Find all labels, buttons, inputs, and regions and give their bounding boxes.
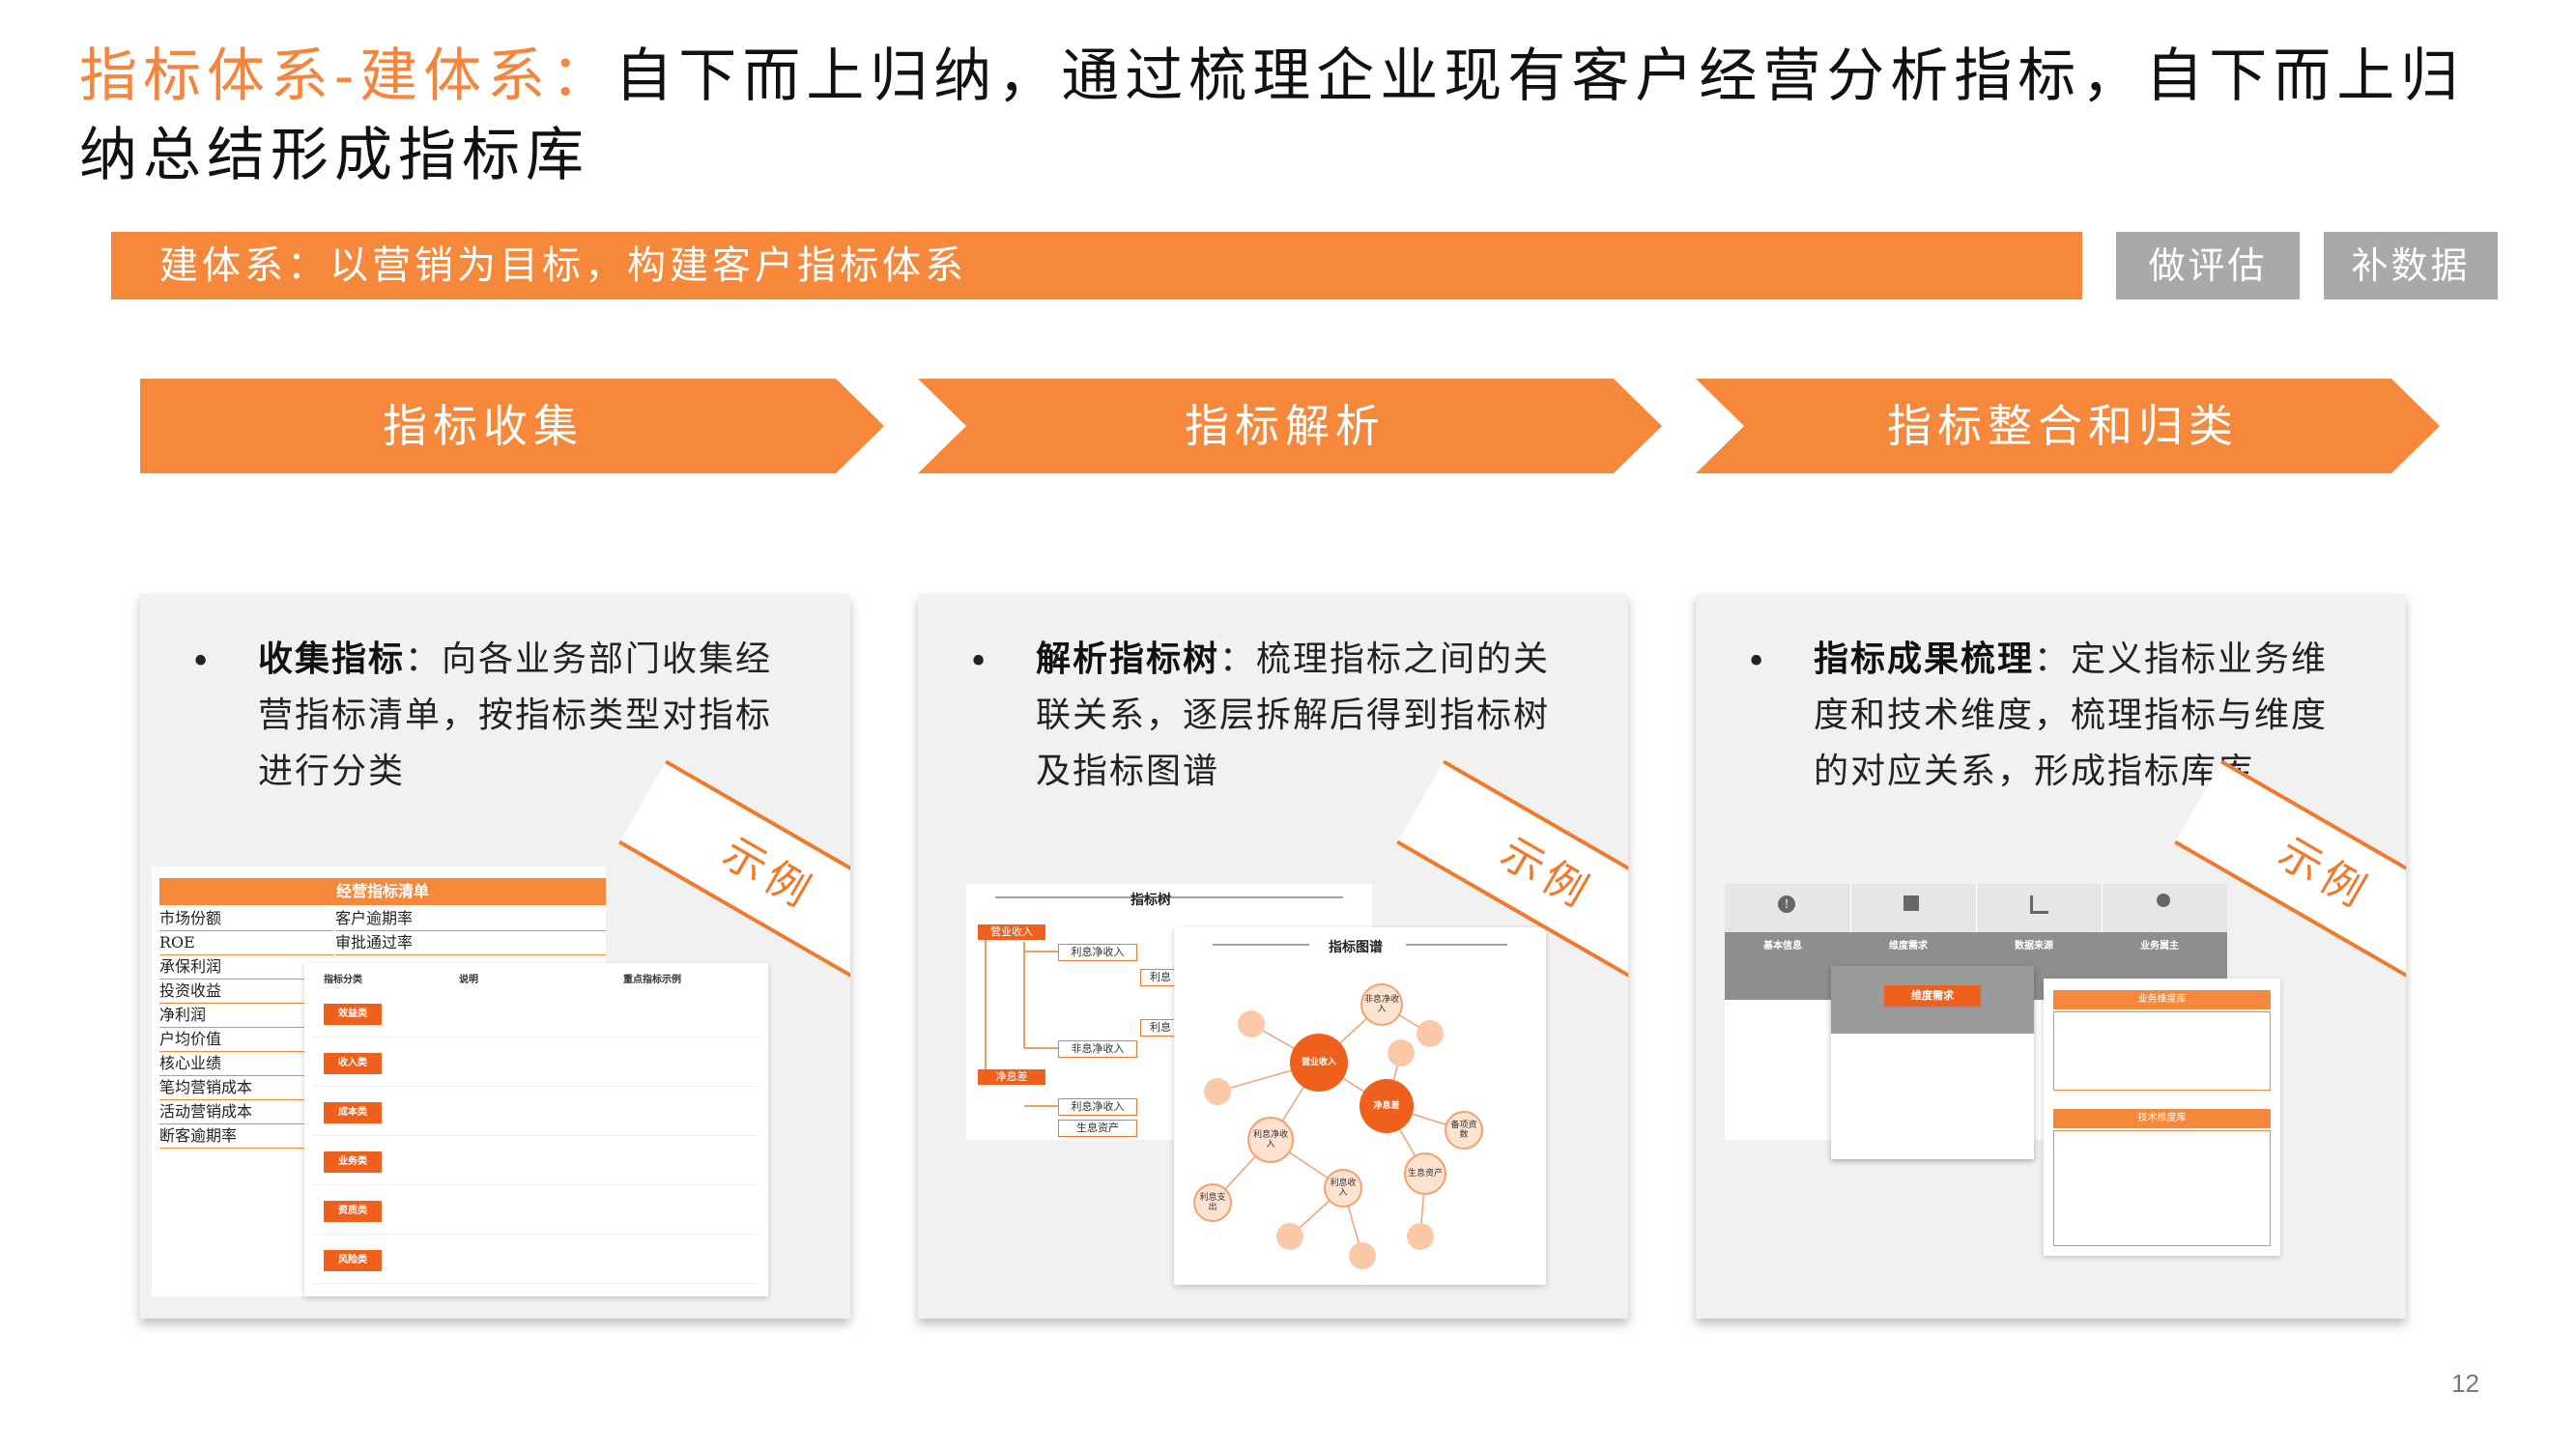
assess-button[interactable]: 做评估 — [2116, 232, 2300, 299]
panel-text: 解析指标树：梳理指标之间的关联关系，逐层拆解后得到指标树及指标图谱 — [1036, 639, 1551, 791]
panel-text: 收集指标：向各业务部门收集经营指标清单，按指标类型对指标进行分类 — [258, 639, 773, 791]
title-accent: 指标体系-建体系： — [79, 43, 615, 110]
category-tag: 业务类 — [324, 1151, 382, 1173]
step-collect-label: 指标收集 — [383, 400, 584, 452]
category-table-header: 指标分类 说明 重点指标示例 — [324, 975, 681, 985]
indicator-list-header: 经营指标清单 — [159, 878, 606, 905]
graph-node: 利息收入 — [1324, 1169, 1362, 1208]
category-tag: 资质类 — [324, 1201, 382, 1222]
category-tag: 成本类 — [324, 1102, 382, 1123]
chevron-shape — [140, 379, 884, 473]
step-collect: 指标收集 — [140, 379, 884, 473]
bullet-dot: • — [1746, 642, 1767, 682]
graph-dot — [1349, 1242, 1376, 1269]
copy-icon — [1903, 895, 1919, 911]
tree-lines — [985, 896, 1343, 1107]
page-title: 指标体系-建体系：自下而上归纳，通过梳理企业现有客户经营分析指标，自下而上归纳总… — [79, 37, 2514, 195]
step-parse-label: 指标解析 — [1185, 400, 1386, 452]
category-row: 风险类 — [314, 1238, 758, 1284]
graph-dot — [1407, 1223, 1434, 1250]
graph-node: 生息资产 — [1404, 1152, 1446, 1195]
category-row: 成本类 — [314, 1091, 758, 1136]
category-row: 资质类 — [314, 1189, 758, 1235]
category-row: 收入类 — [314, 1041, 758, 1087]
info-icon: ! — [1778, 895, 1795, 913]
graph-title: 指标图谱 — [1329, 940, 1383, 955]
category-tag: 效益类 — [324, 1004, 382, 1025]
graph-dot — [1276, 1223, 1303, 1250]
chart-icon — [2030, 895, 2048, 914]
bullet-dot: • — [190, 642, 212, 682]
dimension-library-card: 业务维度库 技术维度库 — [2044, 979, 2280, 1256]
category-row: 业务类 — [314, 1140, 758, 1185]
category-row: 效益类 — [314, 992, 758, 1037]
panel-collect: • 收集指标：向各业务部门收集经营指标清单，按指标类型对指标进行分类 经营指标清… — [140, 594, 850, 1319]
indicator-category-table: 指标分类 说明 重点指标示例 效益类收入类成本类业务类资质类风险类 — [304, 963, 768, 1296]
user-icon — [2157, 894, 2170, 907]
dimension-requirement-card: 维度需求 — [1831, 966, 2034, 1159]
indicator-graph-thumbnail: 指标图谱 营业收入净息差利息净收入利息支出 生息资产备项资数 非息净收入利息收入 — [1174, 927, 1546, 1285]
panel-text: 指标成果梳理：定义指标业务维度和技术维度，梳理指标与维度的对应关系，形成指标库库 — [1814, 639, 2329, 791]
graph-dot — [1417, 1020, 1444, 1047]
graph-node: 净息差 — [1360, 1079, 1414, 1133]
step-integrate-label: 指标整合和归类 — [1887, 400, 2239, 452]
panel-parse: • 解析指标树：梳理指标之间的关联关系，逐层拆解后得到指标树及指标图谱 指标树 … — [918, 594, 1628, 1319]
graph-node: 利息支出 — [1193, 1183, 1232, 1222]
indicator-list-col1: 市场份额 ROE 承保利润 投资收益 净利润 户均价值 核心业绩 笔均营销成本 … — [159, 907, 333, 1149]
chevron-shape — [918, 379, 1662, 473]
panel-integrate: • 指标成果梳理：定义指标业务维度和技术维度，梳理指标与维度的对应关系，形成指标… — [1696, 594, 2406, 1319]
graph-node: 利息净收入 — [1247, 1117, 1294, 1163]
graph-dot — [1238, 1010, 1265, 1037]
graph-node: 营业收入 — [1290, 1034, 1348, 1092]
category-tag: 风险类 — [324, 1250, 382, 1271]
section-banner: 建体系：以营销为目标，构建客户指标体系 — [111, 232, 2082, 299]
supplement-data-button[interactable]: 补数据 — [2324, 232, 2498, 299]
step-integrate: 指标整合和归类 — [1696, 379, 2440, 473]
tree-title: 指标树 — [1131, 893, 1171, 908]
chevron-shape — [1696, 379, 2440, 473]
tab-strip: ! — [1725, 884, 2227, 932]
indicator-list-col2: 客户逾期率 审批通过率 — [335, 907, 606, 955]
bullet-dot: • — [968, 642, 989, 682]
page-number: 12 — [2451, 1369, 2479, 1398]
graph-dot — [1204, 1078, 1231, 1105]
graph-dot — [1388, 1039, 1415, 1066]
graph-node: 备项资数 — [1445, 1111, 1483, 1150]
graph-node: 非息净收入 — [1360, 983, 1403, 1026]
category-tag: 收入类 — [324, 1053, 382, 1074]
title-main: 自下而上归纳，通过梳理企业现有客户经营分析指标，自下而上归纳总结形成指标库 — [79, 43, 2465, 189]
step-parse: 指标解析 — [918, 379, 1662, 473]
